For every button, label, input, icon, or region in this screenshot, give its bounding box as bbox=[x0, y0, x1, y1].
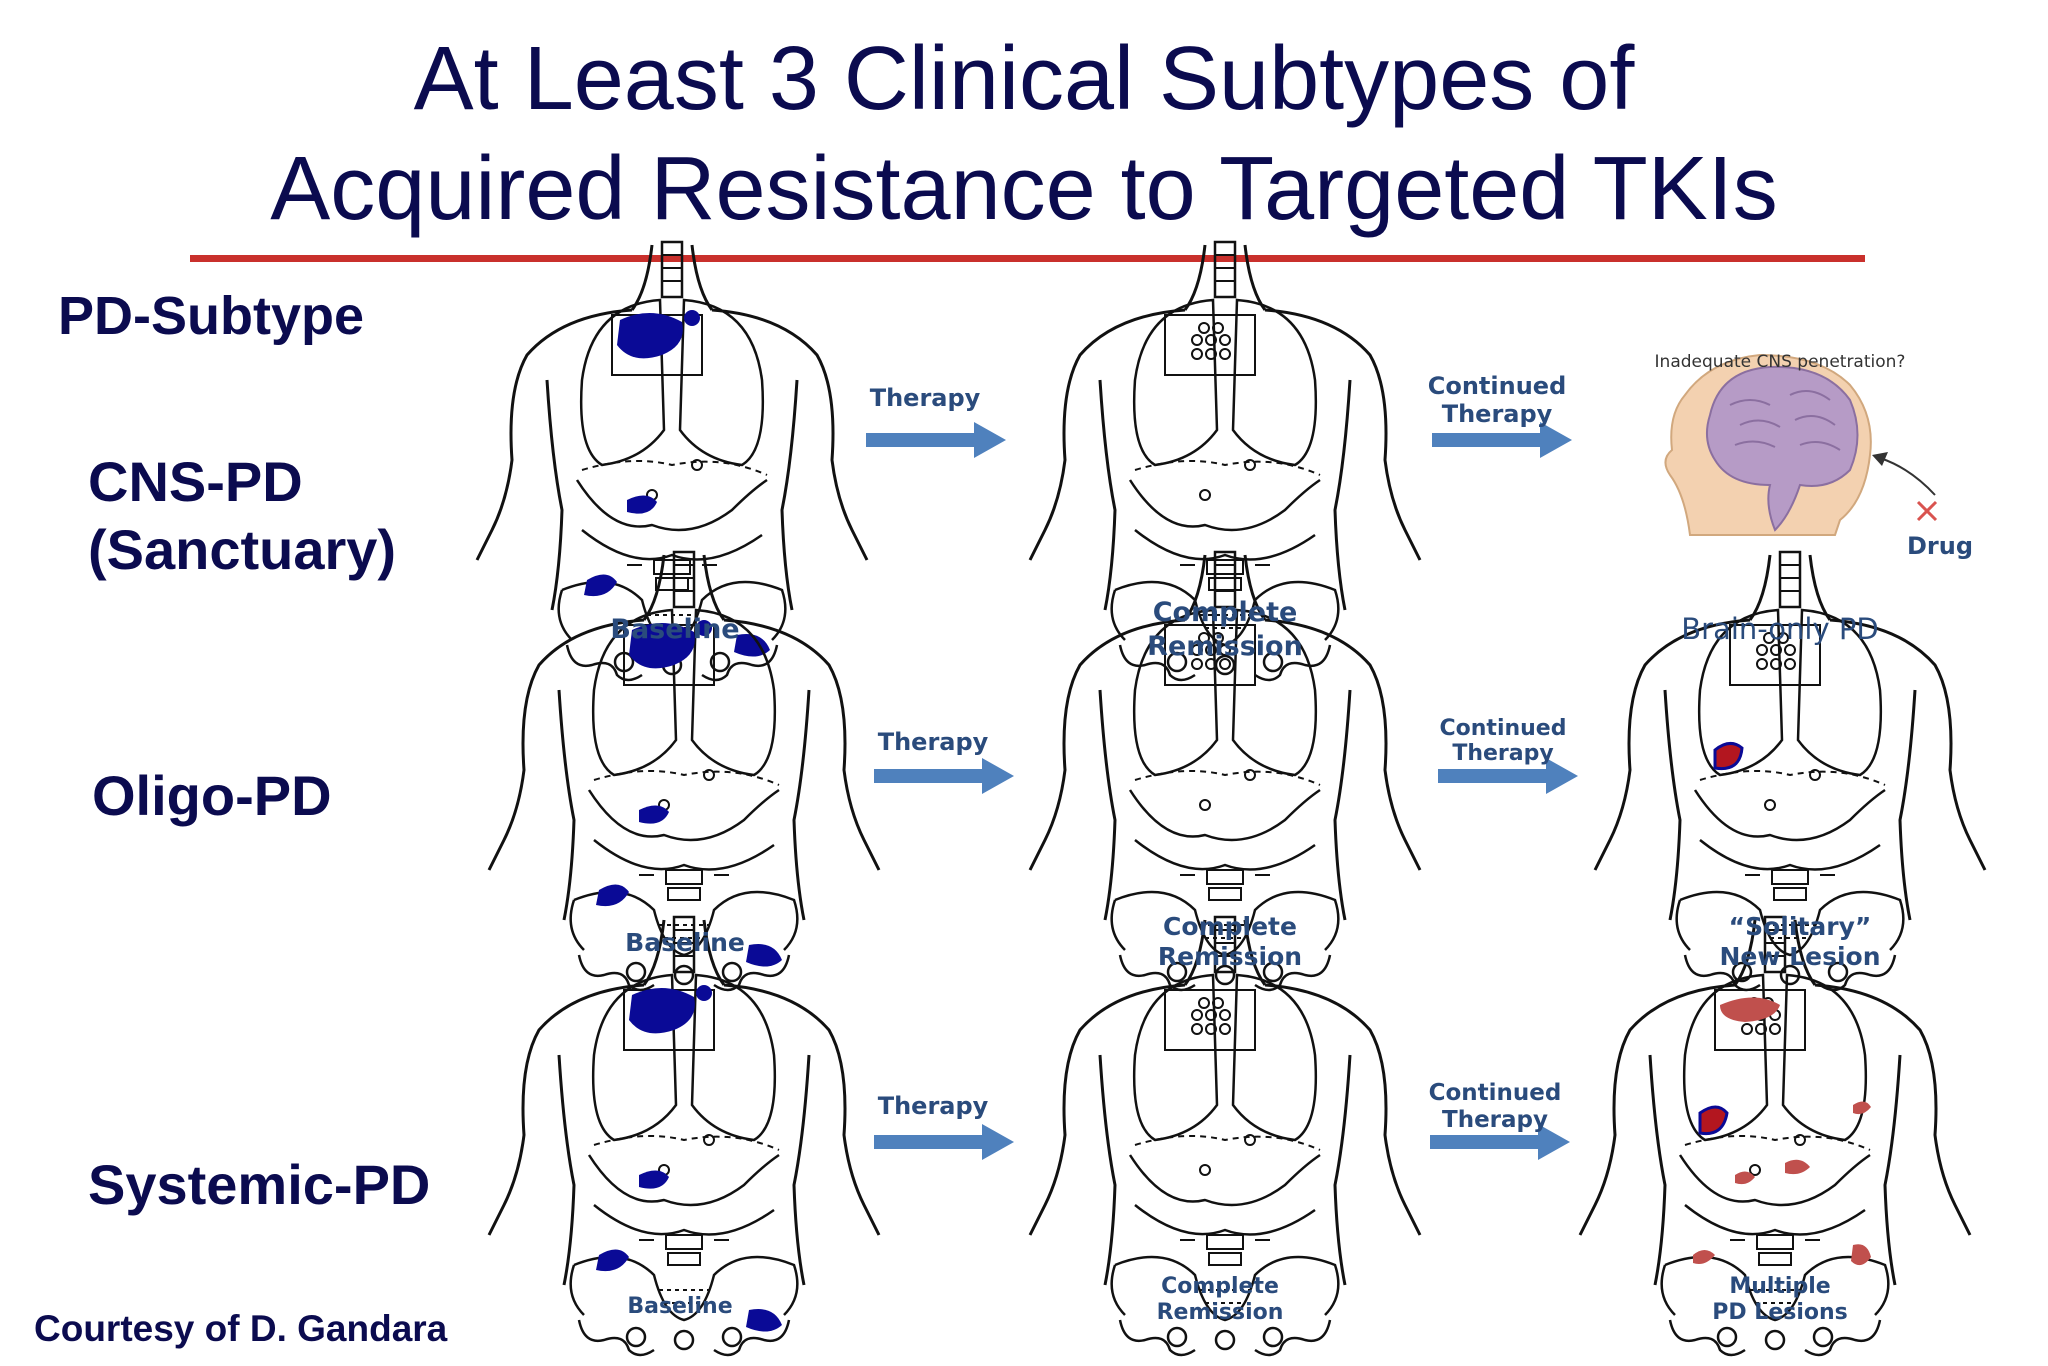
systemic-remission-caption-line2: Remission bbox=[1156, 1300, 1284, 1325]
cns-continued-label: Continued Therapy bbox=[1412, 372, 1582, 428]
systemic-baseline-caption: Baseline bbox=[627, 1294, 733, 1319]
oligo-new-lesion-figure bbox=[1593, 550, 1987, 992]
cns-continued-line1: Continued bbox=[1427, 372, 1567, 400]
solitary-caption-line1: “Solitary” bbox=[1728, 912, 1872, 941]
oligo-baseline-caption: Baseline bbox=[625, 928, 745, 957]
systemic-continued-line1: Continued bbox=[1428, 1080, 1562, 1106]
brain-head-illustration bbox=[1664, 353, 1872, 536]
title-divider bbox=[190, 255, 1865, 262]
slide-title: At Least 3 Clinical Subtypes of Acquired… bbox=[0, 24, 2048, 244]
oligo-continued-line2: Therapy bbox=[1452, 741, 1554, 766]
oligo-continued-line1: Continued bbox=[1439, 716, 1567, 741]
solitary-lesion-caption: “Solitary” New Lesion bbox=[1680, 912, 1920, 972]
courtesy-credit: Courtesy of D. Gandara bbox=[34, 1308, 448, 1349]
systemic-remission-caption: Complete Remission bbox=[1125, 1274, 1315, 1326]
systemic-continued-line2: Therapy bbox=[1442, 1107, 1548, 1133]
systemic-continued-label: Continued Therapy bbox=[1410, 1080, 1580, 1134]
multiple-caption-line2: PD Lesions bbox=[1712, 1300, 1848, 1325]
oligo-remission-caption-line1: Complete bbox=[1163, 912, 1297, 941]
cns-pd-label-line1: CNS-PD bbox=[88, 450, 303, 513]
pd-subtype-header: PD-Subtype bbox=[58, 286, 365, 346]
oligo-remission-caption: Complete Remission bbox=[1125, 912, 1335, 972]
blocked-x-icon bbox=[1916, 500, 1938, 522]
systemic-therapy-arrow bbox=[874, 1124, 1014, 1160]
multiple-caption-line1: Multiple bbox=[1729, 1274, 1831, 1299]
cns-pd-label-line2: (Sanctuary) bbox=[88, 518, 397, 581]
drug-label: Drug bbox=[1906, 532, 1974, 560]
systemic-therapy-label: Therapy bbox=[877, 1092, 989, 1120]
oligo-remission-caption-line2: Remission bbox=[1157, 942, 1303, 971]
cns-baseline-caption: Baseline bbox=[610, 614, 740, 645]
systemic-lesions-figure bbox=[1578, 915, 1972, 1357]
title-line-1: At Least 3 Clinical Subtypes of bbox=[413, 29, 1635, 129]
cns-continued-line2: Therapy bbox=[1441, 400, 1553, 428]
cns-therapy-arrow bbox=[866, 422, 1006, 458]
cns-remission-caption-line2: Remission bbox=[1147, 631, 1303, 662]
cns-pd-label: CNS-PD (Sanctuary) bbox=[88, 448, 396, 584]
title-line-2: Acquired Resistance to Targeted TKIs bbox=[270, 139, 1778, 239]
systemic-remission-caption-line1: Complete bbox=[1161, 1274, 1279, 1299]
systemic-baseline-figure bbox=[487, 915, 881, 1357]
brain-only-caption: Brain-only PD bbox=[1681, 612, 1879, 646]
cns-remission-caption-line1: Complete bbox=[1152, 597, 1298, 628]
systemic-pd-label: Systemic-PD bbox=[88, 1153, 431, 1216]
oligo-continued-label: Continued Therapy bbox=[1418, 716, 1588, 766]
solitary-caption-line2: New Lesion bbox=[1719, 942, 1881, 971]
drug-arrow bbox=[1879, 457, 1936, 496]
multiple-lesions-caption: Multiple PD Lesions bbox=[1680, 1274, 1880, 1326]
oligo-therapy-label: Therapy bbox=[877, 728, 989, 756]
cns-therapy-label: Therapy bbox=[869, 384, 981, 412]
oligo-therapy-arrow bbox=[874, 758, 1014, 794]
cns-remission-caption: Complete Remission bbox=[1120, 596, 1330, 664]
cns-penetration-question: Inadequate CNS penetration? bbox=[1654, 352, 1906, 372]
oligo-pd-label: Oligo-PD bbox=[92, 764, 332, 827]
